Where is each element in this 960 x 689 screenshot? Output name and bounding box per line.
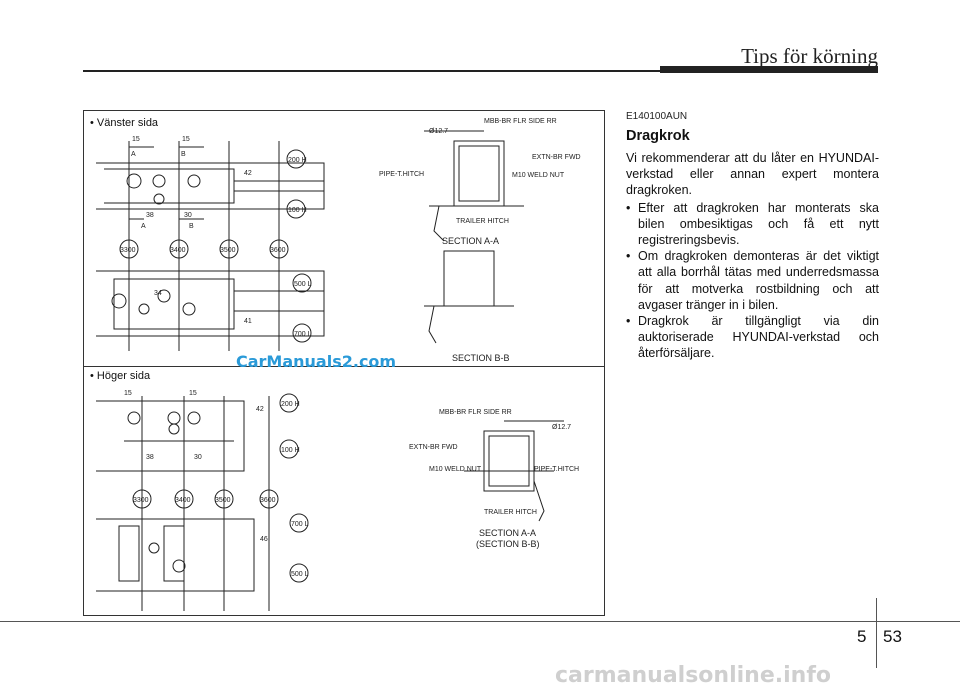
callout: TRAILER HITCH [484, 509, 537, 516]
dim-label: 15 [132, 136, 140, 143]
section-title: Tips för körning [741, 44, 878, 68]
chapter-number: 5 [857, 627, 867, 646]
callout: EXTN-BR FWD [532, 154, 581, 161]
page-number-divider [876, 598, 877, 668]
section-title: SECTION B-B [452, 353, 510, 363]
callout: M10 WELD NUT [429, 466, 482, 473]
dim-label: 15 [189, 390, 197, 397]
dim-label: 38 [146, 454, 154, 461]
section-title: (SECTION B-B) [476, 539, 540, 549]
page-number: 53 [883, 627, 902, 646]
height-label: 100 H [288, 207, 307, 214]
section-mark: A [131, 151, 136, 158]
height-label: 200 H [281, 401, 300, 408]
left-side-label: • Vänster sida [90, 117, 159, 129]
list-item: Dragkrok är tillgängligt via din auktori… [626, 313, 879, 362]
station-label: 3500 [220, 247, 236, 254]
dim-label: 41 [244, 318, 252, 325]
station-label: 3600 [270, 247, 286, 254]
dim-label: 38 [146, 212, 154, 219]
figure-divider [84, 366, 604, 367]
station-label: 3600 [260, 497, 276, 504]
section-mark: A [141, 223, 146, 230]
callout: PIPE-T.HITCH [379, 171, 424, 178]
station-label: 3400 [170, 247, 186, 254]
callout: TRAILER HITCH [456, 218, 509, 225]
section-mark: B [181, 151, 186, 158]
header-rule [83, 70, 878, 72]
footer-rule [0, 621, 960, 622]
callout: MBB-BR FLR SIDE RR [439, 409, 512, 416]
height-label: 500 L [291, 571, 309, 578]
list-item: Efter att dragkroken har monterats ska b… [626, 200, 879, 249]
drawing-labels: 15 15 38 30 42 34 41 A B A B 3300 3400 3… [120, 118, 581, 578]
footer-watermark[interactable]: carmanualsonline.info [555, 663, 831, 688]
dim-label: 30 [184, 212, 192, 219]
station-label: 3500 [215, 497, 231, 504]
height-label: 700 L [291, 521, 309, 528]
section-code: E140100AUN [626, 111, 688, 122]
section-title: SECTION A-A [479, 528, 536, 538]
height-label: 200 H [288, 157, 307, 164]
dim-label: 46 [260, 536, 268, 543]
section-title: SECTION A-A [442, 236, 499, 246]
intro-paragraph: Vi rekommenderar att du låter en HYUNDAI… [626, 151, 879, 198]
callout: PIPE-T.HITCH [534, 466, 579, 473]
station-label: 3400 [175, 497, 191, 504]
tow-hitch-figure: 15 15 38 30 42 34 41 A B A B 3300 3400 3… [83, 110, 605, 616]
dim-label: 42 [256, 406, 264, 413]
station-label: 3300 [133, 497, 149, 504]
section-heading: Dragkrok [626, 128, 690, 144]
section-mark: B [189, 223, 194, 230]
right-side-label: • Höger sida [90, 370, 151, 382]
dim-label: 42 [244, 170, 252, 177]
header-tab [660, 66, 878, 73]
site-watermark[interactable]: CarManuals2.com [236, 352, 397, 371]
height-label: 700 L [294, 331, 312, 338]
text-column: E140100AUN Dragkrok Vi rekommenderar att… [626, 111, 879, 362]
station-label: 3300 [120, 247, 136, 254]
height-label: 100 H [281, 447, 300, 454]
height-label: 500 L [294, 281, 312, 288]
callout: M10 WELD NUT [512, 172, 565, 179]
dim-label: 15 [182, 136, 190, 143]
callout: Ø12.7 [429, 128, 448, 135]
dim-label: 34 [154, 290, 162, 297]
callout: EXTN-BR FWD [409, 444, 458, 451]
callout: MBB-BR FLR SIDE RR [484, 118, 557, 125]
callout: Ø12.7 [552, 424, 571, 431]
list-item: Om dragkroken demonteras är det viktigt … [626, 248, 879, 313]
dim-label: 15 [124, 390, 132, 397]
bullet-list: Efter att dragkroken har monterats ska b… [626, 200, 879, 362]
hitch-drawings: 15 15 38 30 42 34 41 A B A B 3300 3400 3… [96, 118, 581, 611]
dim-label: 30 [194, 454, 202, 461]
